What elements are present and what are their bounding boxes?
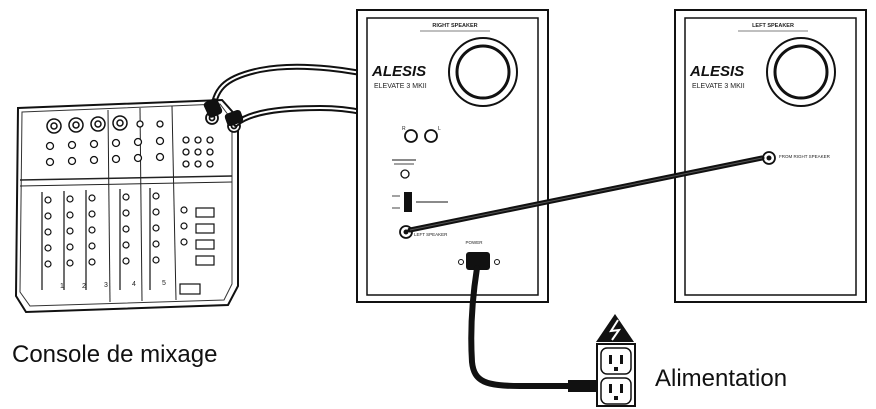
- input-label-r: R: [402, 126, 406, 132]
- power-outlet-icon: [596, 343, 636, 407]
- left-speaker: LEFT SPEAKER ALESIS ELEVATE 3 MKII FROM …: [674, 9, 867, 303]
- high-voltage-warning-icon: [596, 314, 634, 342]
- power-cable: [468, 265, 596, 392]
- input-label-l: L: [438, 126, 441, 132]
- input-jack-icon: [424, 129, 438, 143]
- channel-number: 5: [162, 280, 166, 287]
- mixer-label: Console de mixage: [12, 341, 217, 368]
- bass-boost-switch-icon: [404, 192, 412, 212]
- right-speaker-header: RIGHT SPEAKER: [432, 23, 477, 29]
- input-jack-icon: [404, 129, 418, 143]
- left-speaker-brand: ALESIS: [689, 63, 744, 80]
- power-label: POWER: [465, 240, 483, 245]
- power-supply-label: Alimentation: [655, 365, 787, 392]
- power-inlet-icon: [466, 252, 490, 270]
- right-speaker: RIGHT SPEAKER ALESIS ELEVATE 3 MKII L R …: [356, 9, 549, 303]
- right-speaker-brand: ALESIS: [371, 63, 426, 80]
- left-speaker-header: LEFT SPEAKER: [752, 23, 794, 29]
- mixer-xlr-inputs: [46, 115, 128, 134]
- left-speaker-model: ELEVATE 3 MKII: [692, 83, 745, 90]
- mixing-console: 1 2 3 4 5: [14, 98, 241, 314]
- mixer-channel-strips: [41, 188, 215, 295]
- channel-number: 3: [104, 282, 108, 289]
- channel-number: 1: [60, 283, 64, 290]
- speaker-link-cable: [407, 155, 765, 233]
- channel-number: 2: [82, 283, 86, 290]
- output-jack-label: LEFT SPEAKER: [414, 232, 448, 237]
- channel-number: 4: [132, 281, 136, 288]
- mixer-channel-numbers: 1 2 3 4 5: [60, 280, 166, 290]
- mixer-knobs: [45, 120, 214, 168]
- left-input-label: FROM RIGHT SPEAKER: [779, 154, 831, 159]
- right-speaker-model: ELEVATE 3 MKII: [374, 83, 427, 90]
